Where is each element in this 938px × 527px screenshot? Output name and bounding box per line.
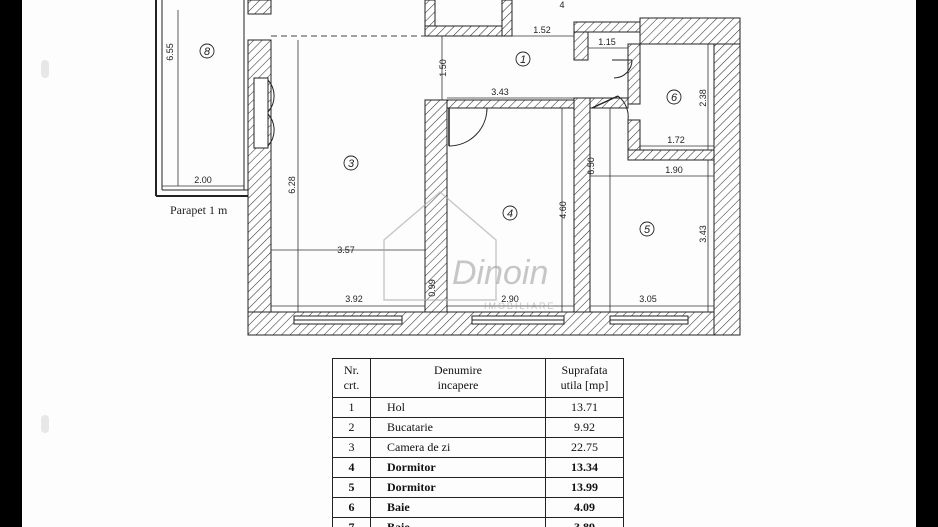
cell-area: 13.71 [545, 397, 624, 418]
table-row: 1 Hol 13.71 [332, 397, 624, 418]
room-3-label: 3 [348, 158, 355, 170]
table-row: 2 Bucatarie 9.92 [332, 417, 624, 438]
cell-name: Dormitor [370, 457, 546, 478]
dim-1-90: 1.90 [665, 165, 683, 175]
cell-area: 22.75 [545, 437, 624, 458]
cell-nr: 3 [332, 437, 371, 458]
table-row: 6 Baie 4.09 [332, 497, 624, 518]
dim-1-50: 1.50 [438, 59, 448, 77]
hole-punch-mark [41, 415, 49, 433]
dimension-lines [162, 10, 714, 312]
interior-walls [424, 21, 715, 313]
parapet-label: Parapet 1 m [170, 203, 228, 217]
floor-plan-sheet: 6.55 2.00 6.28 3.57 3.92 0.99 2.90 4.60 … [22, 0, 916, 527]
dim-1-52: 1.52 [533, 25, 551, 35]
watermark-logo: Dinoin IMOBILIARE [383, 191, 556, 311]
cell-name: Baie [370, 497, 546, 518]
dim-0-99: 0.99 [427, 279, 437, 297]
floor-plan-drawing: 6.55 2.00 6.28 3.57 3.92 0.99 2.90 4.60 … [155, 0, 741, 336]
cell-name: Bucatarie [370, 417, 546, 438]
cell-nr: 2 [332, 417, 371, 438]
dim-6-28: 6.28 [287, 176, 297, 194]
cell-nr: 6 [332, 497, 371, 518]
cell-nr: 1 [332, 397, 371, 418]
cell-nr: 7 [332, 517, 371, 527]
cell-area: 4.09 [545, 497, 624, 518]
room-6-label: 6 [671, 92, 678, 104]
dim-3-92: 3.92 [345, 294, 363, 304]
room-4-label: 4 [507, 208, 513, 220]
dim-top-partial: 4 [559, 0, 564, 10]
balcony-room-8 [155, 0, 248, 197]
room-8-label: 8 [204, 46, 211, 58]
dim-3-57: 3.57 [337, 245, 355, 255]
dim-1-15: 1.15 [598, 37, 616, 47]
watermark-tag: IMOBILIARE [484, 301, 556, 311]
cell-area: 13.34 [545, 457, 624, 478]
table-row: 4 Dormitor 13.34 [332, 457, 624, 478]
table-row: 3 Camera de zi 22.75 [332, 437, 624, 458]
dim-6-55: 6.55 [165, 43, 175, 61]
header-nr: Nr.crt. [332, 358, 371, 398]
balcony-door [253, 77, 275, 149]
hole-punch-mark [41, 60, 49, 78]
cell-area: 13.99 [545, 477, 624, 498]
room-markers: 8 1 3 4 5 6 [199, 43, 682, 237]
dim-3-43-top: 3.43 [491, 87, 509, 97]
dim-3-05: 3.05 [639, 294, 657, 304]
room-1-label: 1 [520, 54, 526, 66]
doors [448, 59, 633, 147]
cell-area: 3.89 [545, 517, 624, 527]
dim-3-43-right: 3.43 [698, 225, 708, 243]
cell-name: Camera de zi [370, 437, 546, 458]
table-row: 5 Dormitor 13.99 [332, 477, 624, 498]
table-row: 7 Baie 3.89 [332, 517, 624, 527]
room-5-label: 5 [644, 224, 651, 236]
dim-2-38: 2.38 [698, 89, 708, 107]
cell-name: Hol [370, 397, 546, 418]
dim-6-50: 6.50 [586, 157, 596, 175]
dim-4-60: 4.60 [558, 201, 568, 219]
cell-name: Baie [370, 517, 546, 527]
dim-2-00: 2.00 [194, 175, 212, 185]
dim-1-72: 1.72 [667, 135, 685, 145]
cell-nr: 5 [332, 477, 371, 498]
cell-nr: 4 [332, 457, 371, 478]
cell-area: 9.92 [545, 417, 624, 438]
cell-name: Dormitor [370, 477, 546, 498]
windows [293, 315, 689, 325]
dim-2-90: 2.90 [501, 294, 519, 304]
watermark-name: Dinoin [452, 254, 548, 292]
